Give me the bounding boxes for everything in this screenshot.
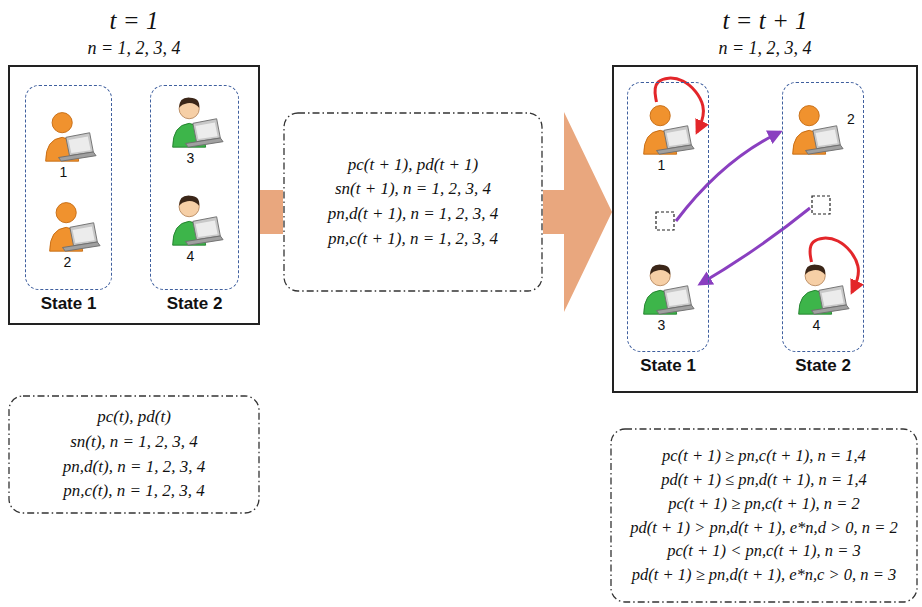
time-step-panel: 13State 124State 2t = t + 1n = 1, 2, 3, …	[612, 65, 918, 393]
laptop-display	[816, 129, 838, 146]
user-head	[56, 203, 76, 223]
user-icon	[169, 192, 224, 247]
laptop-base	[59, 152, 97, 161]
user-node: 2	[46, 198, 101, 272]
state-label: State 2	[773, 356, 873, 376]
state-group: 24State 2	[782, 82, 864, 352]
laptop-base	[186, 138, 224, 147]
frame-outline	[9, 396, 259, 513]
parameter-line: pc(t + 1) ≥ pn,c(t + 1), n = 1,4	[662, 444, 866, 468]
frame-outline	[611, 429, 917, 602]
user-number: 4	[813, 317, 821, 333]
user-icon	[795, 261, 850, 316]
user-number: 2	[847, 111, 855, 127]
parameter-line: pc(t + 1) < pn,c(t + 1), n = 3	[667, 539, 860, 563]
vacated-slot	[656, 212, 674, 230]
user-index-label: n = 1, 2, 3, 4	[614, 38, 916, 59]
laptop-base	[657, 145, 695, 154]
parameter-box: pc(t + 1) ≥ pn,c(t + 1), n = 1,4pd(t + 1…	[610, 428, 918, 603]
user-icon	[169, 94, 224, 149]
vacated-slot	[812, 196, 830, 214]
user-node: 4	[169, 192, 224, 266]
user-head	[799, 106, 819, 126]
user-node: 3	[169, 94, 224, 168]
user-index-label: n = 1, 2, 3, 4	[10, 38, 258, 59]
user-number: 4	[187, 248, 195, 264]
laptop-display	[822, 289, 844, 306]
state-label: State 1	[618, 356, 718, 376]
parameter-line: pc(t + 1) ≥ pn,c(t + 1), n = 2	[668, 492, 859, 516]
parameter-line: pn,c(t + 1), n = 1, 2, 3, 4	[328, 227, 498, 252]
user-number: 3	[187, 150, 195, 166]
laptop-display	[667, 129, 689, 146]
time-label: t = 1	[10, 7, 258, 35]
parameter-line: sn(t), n = 1, 2, 3, 4	[70, 430, 198, 455]
frame-outline	[284, 113, 542, 291]
parameter-box: pc(t + 1), pd(t + 1)sn(t + 1), n = 1, 2,…	[283, 112, 543, 292]
user-number: 1	[60, 164, 68, 180]
parameter-line: sn(t + 1), n = 1, 2, 3, 4	[335, 177, 491, 202]
user-head	[52, 113, 72, 133]
move-arrow	[700, 208, 810, 284]
user-hair	[179, 98, 199, 108]
parameter-line: pc(t), pd(t)	[97, 405, 171, 430]
user-head	[650, 266, 670, 286]
laptop-display	[69, 136, 91, 153]
parameter-box: pc(t), pd(t)sn(t), n = 1, 2, 3, 4pn,d(t)…	[8, 395, 260, 514]
time-label: t = t + 1	[614, 7, 916, 35]
laptop-display	[196, 220, 218, 237]
state-group: 12State 1	[25, 85, 112, 290]
parameter-line: pd(t + 1) ≤ pn,d(t + 1), n = 1,4	[661, 468, 867, 492]
laptop-base	[812, 305, 850, 314]
user-node: 1	[640, 101, 695, 175]
laptop-base	[806, 145, 844, 154]
user-head	[805, 266, 825, 286]
user-number: 3	[658, 317, 666, 333]
user-head	[179, 99, 199, 119]
user-head	[650, 106, 670, 126]
user-node: 2	[789, 101, 858, 156]
user-icon	[640, 261, 695, 316]
laptop-display	[73, 226, 95, 243]
parameter-line: pn,d(t), n = 1, 2, 3, 4	[63, 455, 205, 480]
user-hair	[650, 265, 670, 275]
parameter-line: pd(t + 1) > pn,d(t + 1), e*n,d > 0, n = …	[630, 516, 897, 540]
laptop-display	[667, 289, 689, 306]
parameter-line: pn,d(t + 1), n = 1, 2, 3, 4	[328, 202, 499, 227]
parameter-line: pc(t + 1), pd(t + 1)	[348, 153, 479, 178]
time-step-panel: 12State 134State 2t = 1n = 1, 2, 3, 4	[8, 65, 260, 325]
user-head	[179, 197, 199, 217]
user-node: 1	[42, 108, 97, 182]
user-hair	[179, 196, 199, 206]
state-group: 13State 1	[627, 82, 709, 352]
parameter-line: pn,c(t), n = 1, 2, 3, 4	[63, 479, 204, 504]
laptop-base	[63, 242, 101, 251]
state-label: State 2	[141, 294, 248, 314]
user-number: 1	[658, 157, 666, 173]
transition-arrow	[260, 112, 612, 312]
laptop-display	[196, 122, 218, 139]
user-hair	[805, 265, 825, 275]
laptop-base	[186, 236, 224, 245]
dash-dot-frame	[283, 112, 543, 292]
user-icon	[46, 198, 101, 253]
user-node: 3	[640, 261, 695, 335]
state-label: State 1	[16, 294, 121, 314]
user-icon	[640, 101, 695, 156]
laptop-base	[657, 305, 695, 314]
user-icon	[42, 108, 97, 163]
user-number: 2	[64, 254, 72, 270]
state-group: 34State 2	[150, 85, 239, 290]
parameter-line: pd(t + 1) ≥ pn,d(t + 1), e*n,c > 0, n = …	[632, 563, 896, 587]
user-node: 4	[795, 261, 850, 335]
user-icon	[789, 101, 844, 156]
